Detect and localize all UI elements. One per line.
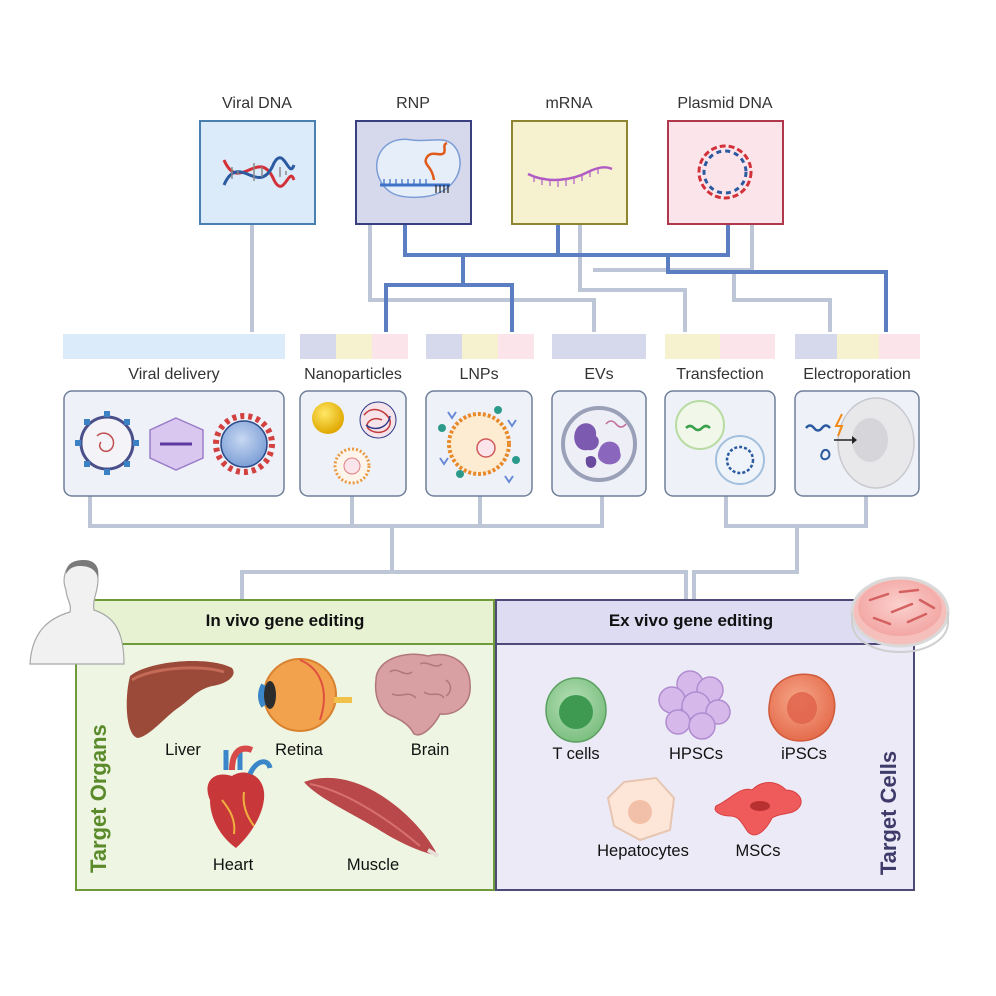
ribonucleoprotein-icon xyxy=(376,138,461,199)
viral-vectors-icon xyxy=(75,411,275,475)
cargo-label-viral-dna: Viral DNA xyxy=(222,95,292,112)
ex-vivo-title: Ex vivo gene editing xyxy=(608,611,774,630)
method-label-lnps: LNPs xyxy=(459,366,499,383)
target-organs-label: Target Organs xyxy=(86,724,111,873)
t-cell-icon xyxy=(545,677,607,743)
electroporation-icon xyxy=(805,397,915,489)
ex-vivo-panel xyxy=(495,599,915,891)
in-vivo-title: In vivo gene editing xyxy=(205,611,365,630)
method-label-nanoparticles: Nanoparticles xyxy=(304,366,402,383)
method-label-viral-delivery: Viral delivery xyxy=(128,366,220,383)
mrna-strand-icon xyxy=(527,166,613,187)
cell-label-hpscs: HPSCs xyxy=(668,745,724,763)
viral-dna-box xyxy=(199,120,316,225)
rnp-ev-connector xyxy=(368,222,596,332)
heart-icon xyxy=(207,745,273,848)
hepatocyte-icon xyxy=(606,776,676,842)
cargo-label-mrna: mRNA xyxy=(545,95,593,112)
cell-label-hepatocytes: Hepatocytes xyxy=(597,842,689,860)
dna-helix-icon xyxy=(222,156,296,188)
muscle-icon xyxy=(304,777,440,858)
organ-label-retina: Retina xyxy=(275,741,323,759)
organ-label-muscle: Muscle xyxy=(346,856,400,874)
organ-label-brain: Brain xyxy=(410,741,450,759)
plasmid-dna-box xyxy=(667,120,784,225)
target-cells-label: Target Cells xyxy=(876,750,901,876)
lipid-nanoparticle-icon xyxy=(438,406,520,484)
nanoparticles-icon xyxy=(312,401,397,485)
organ-label-liver: Liver xyxy=(165,741,201,759)
connector-lines xyxy=(88,222,888,600)
hpsc-icon xyxy=(658,670,731,740)
method-label-evs: EVs xyxy=(584,366,614,383)
method-label-transfection: Transfection xyxy=(676,366,764,383)
cargo-boxes xyxy=(199,120,784,225)
cargo-label-rnp: RNP xyxy=(396,95,430,112)
ipsc-icon xyxy=(768,673,836,742)
method-label-electroporation: Electroporation xyxy=(803,366,911,383)
msc-icon xyxy=(714,782,802,836)
ex-vivo-methods-connector xyxy=(724,495,868,528)
cargo-compatibility-tabs xyxy=(63,334,920,359)
brain-icon xyxy=(374,653,471,736)
plasmid-electroporation-connector xyxy=(732,222,832,332)
cell-label-mscs: MSCs xyxy=(735,842,781,860)
transfection-icon xyxy=(675,400,765,485)
liver-icon xyxy=(126,661,234,738)
mrna-box xyxy=(511,120,628,225)
cell-label-t-cells: T cells xyxy=(552,745,600,763)
cell-label-ipscs: iPSCs xyxy=(781,745,827,763)
extracellular-vesicles-icon xyxy=(561,406,637,482)
human-figure-icon xyxy=(29,560,125,665)
rnp-plasmid-connector xyxy=(403,222,730,257)
plasmid-ring-icon xyxy=(697,144,753,200)
petri-dish-icon xyxy=(850,576,950,654)
organ-label-heart: Heart xyxy=(212,856,254,874)
retina-eye-icon xyxy=(258,658,352,732)
cargo-label-plasmid-dna: Plasmid DNA xyxy=(677,95,773,112)
in-vivo-methods-connector xyxy=(88,495,604,528)
